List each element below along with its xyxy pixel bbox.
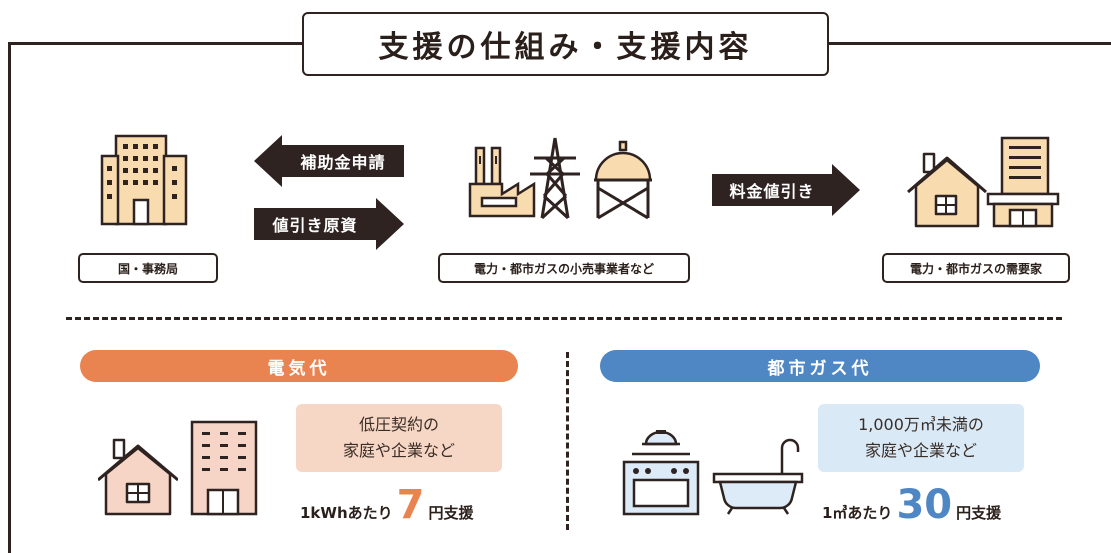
electricity-unit-prefix: 1kWhあたり [300,504,393,522]
commercial-building-icon [986,136,1060,228]
gas-unit-prefix: 1㎥あたり [822,504,893,522]
electricity-support: 1kWhあたり 7 円支援 [300,485,474,525]
electricity-note: 低圧契約の 家庭や企業など [296,404,502,472]
discount-arrow-label: 料金値引き [729,182,815,201]
gas-note-line2: 家庭や企業など [864,441,977,460]
retailer-label: 電力・都市ガスの小売事業者など [438,253,690,283]
frame-top-right [828,42,1111,45]
gas-note: 1,000万㎥未満の 家庭や企業など [818,404,1024,472]
electricity-note-line2: 家庭や企業など [342,441,455,460]
funds-arrow: 値引き原資 [254,198,404,250]
power-pylon-icon [530,137,580,220]
bathtub-icon [712,438,804,515]
subsidy-arrow: 補助金申請 [254,135,404,187]
office-building-icon [100,134,188,226]
electricity-note-line1: 低圧契約の [358,415,439,434]
house-icon [98,438,178,516]
gas-stove-icon [622,430,700,516]
electricity-unit-suffix: 円支援 [428,504,474,522]
electricity-header: 電気代 [80,350,518,382]
gas-header: 都市ガス代 [600,350,1040,382]
page-title: 支援の仕組み・支援内容 [302,12,829,76]
gas-note-line1: 1,000万㎥未満の [858,415,984,434]
gov-label: 国・事務局 [78,253,218,283]
funds-arrow-label: 値引き原資 [272,216,358,235]
electricity-amount: 7 [396,482,425,528]
consumer-label: 電力・都市ガスの需要家 [882,253,1070,283]
frame-top-left [8,42,304,45]
column-divider [566,352,569,530]
subsidy-arrow-label: 補助金申請 [300,153,386,172]
power-plant-icon [468,146,536,218]
frame-corner [8,42,16,45]
gas-support: 1㎥あたり 30 円支援 [822,485,1001,525]
office-building-icon [190,420,258,516]
frame-left [8,42,11,553]
gas-amount: 30 [896,482,953,528]
section-divider [66,317,1062,320]
house-icon [907,152,987,228]
gas-tank-icon [594,140,652,220]
gas-unit-suffix: 円支援 [956,504,1002,522]
discount-arrow: 料金値引き [712,164,860,216]
